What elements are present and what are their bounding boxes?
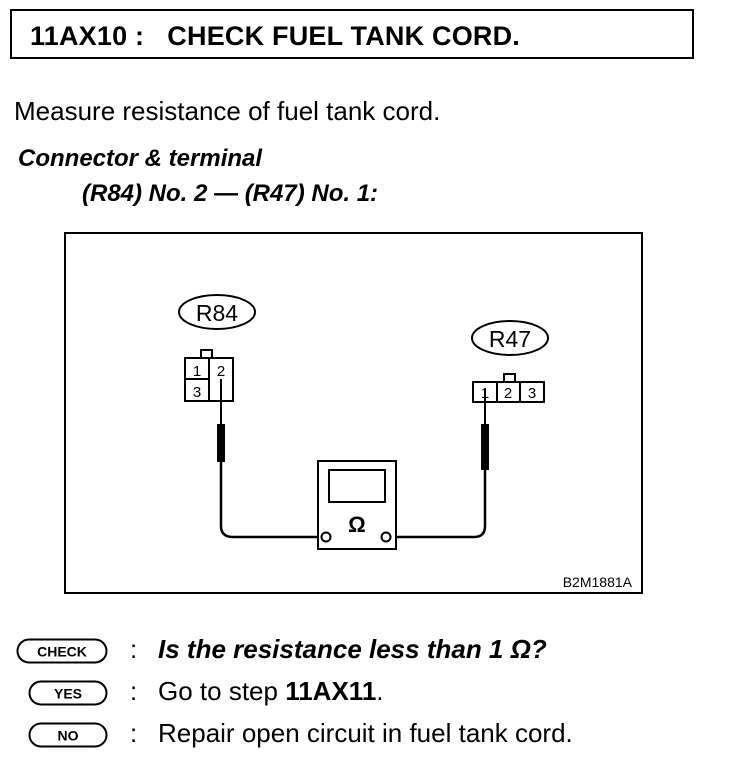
yes-step-link[interactable]: 11AX11 bbox=[285, 676, 377, 706]
r84-connector: 1 2 3 bbox=[184, 349, 234, 402]
yes-badge-label: YES bbox=[54, 686, 82, 702]
meter-terminal-right bbox=[380, 531, 392, 543]
r47-label: R47 bbox=[489, 326, 531, 352]
r84-label: R84 bbox=[196, 300, 238, 326]
r84-pin-3: 3 bbox=[193, 384, 201, 401]
left-test-lead bbox=[219, 462, 326, 539]
no-badge-label: NO bbox=[58, 728, 79, 744]
yes-colon: : bbox=[130, 676, 138, 706]
r84-label-oval bbox=[178, 294, 256, 330]
step-header-box: 11AX10 : CHECK FUEL TANK CORD. bbox=[10, 9, 694, 59]
r47-probe bbox=[481, 424, 489, 470]
meter-terminal-left bbox=[320, 531, 332, 543]
r47-pin-3: 3 bbox=[528, 385, 536, 402]
r47-connector: 1 2 3 bbox=[472, 373, 545, 403]
figure-code: B2M1881A bbox=[563, 574, 633, 590]
yes-row: YES : Go to step 11AX11. bbox=[10, 676, 730, 710]
connector-terminal-value: (R84) No. 2 — (R47) No. 1: bbox=[82, 180, 379, 207]
instruction-text: Measure resistance of fuel tank cord. bbox=[14, 96, 441, 126]
check-badge: CHECK bbox=[16, 638, 108, 664]
check-question: Is the resistance less than 1 Ω? bbox=[158, 634, 547, 664]
check-colon: : bbox=[130, 634, 138, 664]
step-code: 11AX10 : bbox=[30, 21, 145, 51]
connector-label: Connector & terminal bbox=[18, 145, 263, 172]
r84-probe bbox=[217, 424, 225, 462]
no-badge: NO bbox=[28, 722, 108, 748]
no-row: NO : Repair open circuit in fuel tank co… bbox=[10, 718, 730, 752]
r47-pin-2: 2 bbox=[504, 385, 512, 402]
wiring-diagram-svg: R84 1 2 3 R47 1 2 3 bbox=[178, 294, 633, 590]
yes-action-suffix: . bbox=[376, 676, 384, 706]
r84-pin-1: 1 bbox=[193, 363, 201, 380]
r47-label-oval bbox=[471, 320, 549, 356]
ohmmeter: Ω bbox=[317, 460, 397, 550]
ohmmeter-display bbox=[328, 469, 386, 503]
yes-action-prefix: Go to step bbox=[158, 676, 286, 706]
yes-badge: YES bbox=[28, 680, 108, 706]
r84-pin-2: 2 bbox=[217, 363, 225, 380]
yes-action: Go to step 11AX11. bbox=[158, 676, 384, 707]
check-row: CHECK : Is the resistance less than 1 Ω? bbox=[10, 634, 730, 668]
step-header: 11AX10 : CHECK FUEL TANK CORD. bbox=[30, 21, 520, 52]
right-test-lead bbox=[386, 470, 487, 539]
wiring-diagram: R84 1 2 3 R47 1 2 3 bbox=[64, 232, 643, 594]
ohm-symbol: Ω bbox=[348, 512, 366, 537]
no-colon: : bbox=[130, 718, 138, 748]
check-badge-label: CHECK bbox=[37, 644, 87, 660]
step-title: CHECK FUEL TANK CORD. bbox=[167, 21, 520, 51]
no-action: Repair open circuit in fuel tank cord. bbox=[158, 718, 573, 748]
